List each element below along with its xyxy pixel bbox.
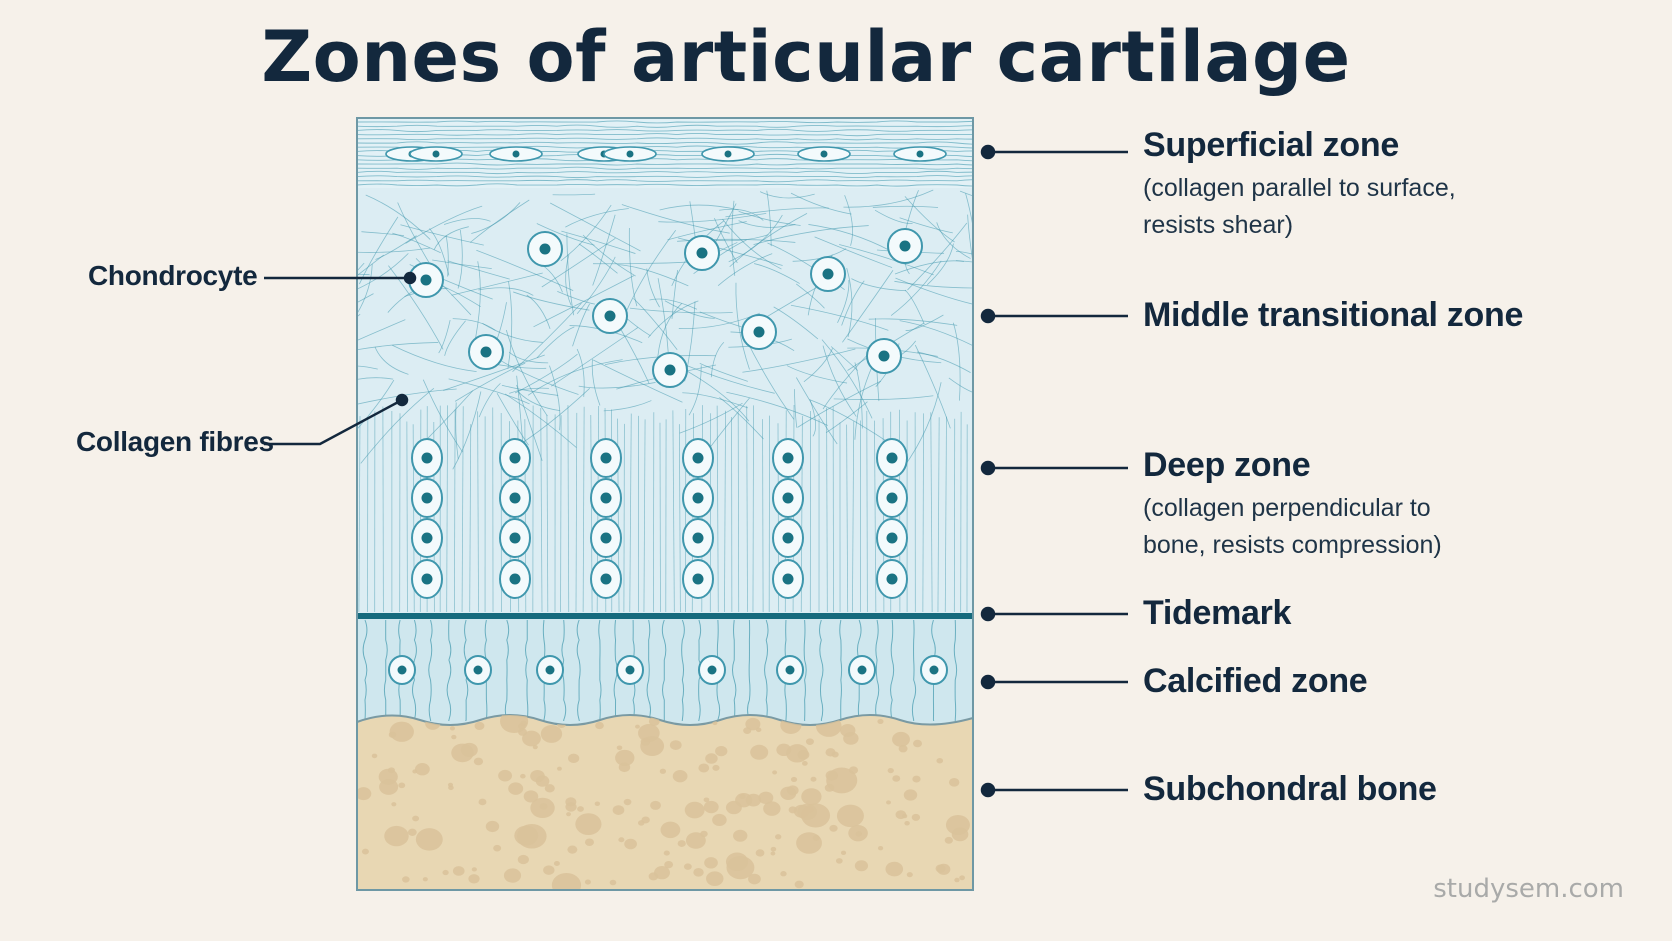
watermark: studysem.com <box>1433 874 1624 904</box>
page-title: Zones of articular cartilage <box>261 16 1351 98</box>
label-superficial-zone: Superficial zone <box>1143 126 1399 164</box>
label-subchondral-bone: Subchondral bone <box>1143 770 1437 808</box>
label-tidemark: Tidemark <box>1143 594 1292 632</box>
bone-pores <box>357 715 970 890</box>
desc-deep-line1: (collagen perpendicular to <box>1143 494 1431 522</box>
label-collagen-fibres: Collagen fibres <box>76 426 274 457</box>
right-leader-lines <box>980 144 1128 798</box>
label-middle-zone: Middle transitional zone <box>1143 296 1524 334</box>
label-deep-zone: Deep zone <box>1143 446 1311 484</box>
label-chondrocyte: Chondrocyte <box>88 260 258 291</box>
calcified-band <box>357 617 973 727</box>
left-leader-lines <box>264 271 417 446</box>
desc-deep-line2: bone, resists compression) <box>1143 531 1442 559</box>
chondrocytes <box>385 146 948 685</box>
desc-superficial-line2: resists shear) <box>1143 211 1294 239</box>
desc-superficial-line1: (collagen parallel to surface, <box>1143 174 1456 202</box>
label-calcified-zone: Calcified zone <box>1143 662 1368 700</box>
